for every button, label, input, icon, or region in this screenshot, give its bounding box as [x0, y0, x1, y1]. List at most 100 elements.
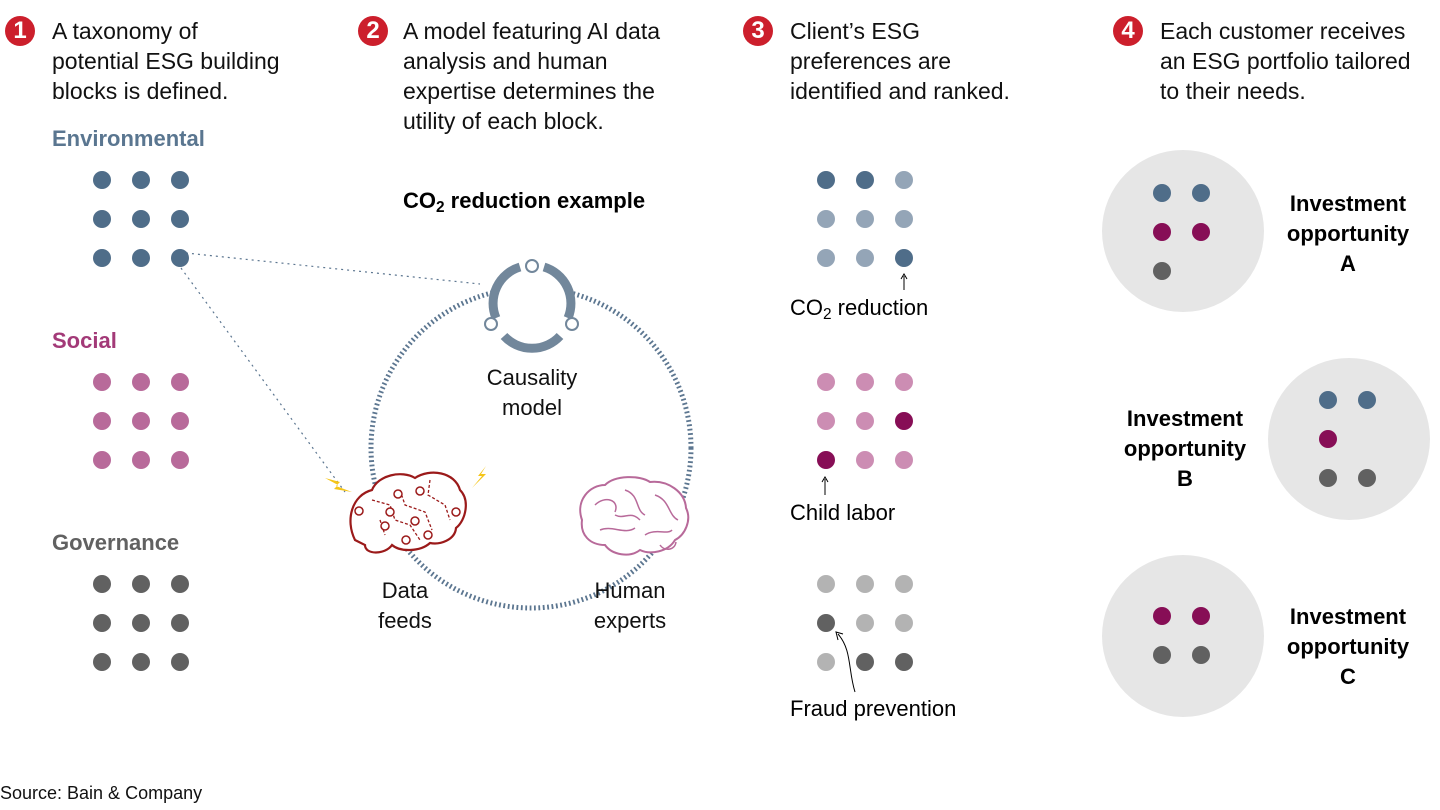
preference-label-fraud-prevention: Fraud prevention	[790, 696, 957, 721]
preference-label-co2-suffix: reduction	[831, 295, 929, 320]
taxonomy-dot-governance	[132, 575, 150, 593]
preference-label-co2-prefix: CO	[790, 295, 823, 320]
portfolio-dot-social	[1192, 607, 1210, 625]
step-4-line: Each customer receives	[1160, 18, 1406, 44]
taxonomy-dot-social	[132, 451, 150, 469]
source-note: Source: Bain & Company	[0, 783, 203, 803]
preference-dot-social-highlighted	[895, 412, 913, 430]
taxonomy-dot-environmental	[93, 171, 111, 189]
preference-dot-environmental	[817, 210, 835, 228]
taxonomy-dot-governance	[171, 575, 189, 593]
portfolio-a-line: opportunity	[1286, 221, 1410, 246]
portfolio-b-circle	[1268, 358, 1430, 520]
portfolio-dot-social	[1192, 223, 1210, 241]
portfolio-b-line: Investment	[1126, 406, 1244, 431]
preference-dot-environmental	[895, 171, 913, 189]
preference-dot-environmental	[895, 210, 913, 228]
human-experts-label: Human experts	[575, 576, 685, 636]
connector-line-top	[185, 252, 481, 285]
taxonomy-dot-environmental	[132, 210, 150, 228]
data-feeds-line: Data	[381, 578, 429, 603]
portfolio-dot-environmental	[1319, 391, 1337, 409]
portfolio-dot-environmental	[1358, 391, 1376, 409]
step-1-line: blocks is defined.	[52, 78, 229, 104]
lightning-icon-right	[472, 466, 486, 488]
causality-cycle-icon	[484, 259, 579, 353]
taxonomy-dot-social	[171, 373, 189, 391]
portfolio-dot-governance	[1192, 646, 1210, 664]
arrow-child-labor-head	[821, 476, 829, 483]
taxonomy-dot-governance	[93, 575, 111, 593]
step-3-line: preferences are	[790, 48, 952, 74]
human-experts-brain-icon	[579, 476, 690, 556]
causality-model-line: model	[502, 395, 562, 420]
portfolio-dot-governance	[1319, 469, 1337, 487]
preference-dot-environmental-highlighted	[856, 171, 874, 189]
taxonomy-dot-social	[132, 412, 150, 430]
portfolio-a-line: Investment	[1289, 191, 1407, 216]
taxonomy-dot-social	[93, 451, 111, 469]
preference-dot-social	[817, 412, 835, 430]
taxonomy-dot-governance	[171, 653, 189, 671]
step-4-line: to their needs.	[1160, 78, 1306, 104]
portfolio-b-line: B	[1177, 466, 1193, 491]
taxonomy-dot-environmental	[171, 210, 189, 228]
portfolio-a-line: A	[1340, 251, 1356, 276]
portfolio-dot-social	[1319, 430, 1337, 448]
step-2-line: analysis and human	[403, 48, 608, 74]
taxonomy-dot-social	[171, 451, 189, 469]
arrow-fraud	[837, 633, 856, 693]
causality-model-label: Causality model	[462, 363, 602, 423]
co2-example-title-suffix: reduction example	[444, 188, 646, 213]
taxonomy-dot-governance	[132, 653, 150, 671]
taxonomy-dot-environmental	[93, 249, 111, 267]
step-2-line: expertise determines the	[403, 78, 655, 104]
portfolio-c-line: opportunity	[1286, 634, 1410, 659]
data-feeds-line: feeds	[378, 608, 432, 633]
preference-dot-environmental-highlighted	[817, 171, 835, 189]
preference-dot-social-highlighted	[817, 451, 835, 469]
portfolio-dot-social	[1153, 607, 1171, 625]
portfolio-c-circle	[1102, 555, 1264, 717]
connector-line-bottom	[180, 267, 346, 493]
step-3-badge: 3	[743, 16, 773, 46]
human-experts-line: experts	[593, 608, 667, 633]
step-1-line: A taxonomy of	[52, 18, 198, 44]
arrow-co2-head	[900, 273, 908, 280]
co2-example-title-sub: 2	[436, 198, 445, 216]
portfolio-c-line: Investment	[1289, 604, 1407, 629]
arrow-fraud-head	[835, 631, 844, 641]
causality-model-line: Causality	[486, 365, 578, 390]
portfolio-dot-social	[1153, 223, 1171, 241]
data-feeds-brain-icon	[349, 471, 467, 554]
preference-dot-governance-highlighted	[895, 653, 913, 671]
portfolio-b-line: opportunity	[1123, 436, 1247, 461]
preference-dot-social	[817, 373, 835, 391]
preference-dot-social	[856, 373, 874, 391]
portfolio-dot-governance	[1153, 262, 1171, 280]
taxonomy-dot-social	[171, 412, 189, 430]
step-2-line: A model featuring AI data	[403, 18, 661, 44]
preference-dot-environmental	[856, 249, 874, 267]
portfolio-dot-environmental	[1153, 184, 1171, 202]
taxonomy-dot-environmental	[132, 171, 150, 189]
taxonomy-dot-governance	[93, 653, 111, 671]
step-1-badge: 1	[5, 16, 35, 46]
preference-dot-environmental	[817, 249, 835, 267]
preference-dot-social	[856, 451, 874, 469]
step-1-text: A taxonomy of potential ESG building blo…	[52, 16, 280, 106]
portfolio-dot-governance	[1153, 646, 1171, 664]
category-label-social: Social	[52, 328, 117, 353]
preference-dot-social	[856, 412, 874, 430]
step-4-badge: 4	[1113, 16, 1143, 46]
portfolio-dot-governance	[1358, 469, 1376, 487]
portfolio-c-label: Investment opportunity C	[1263, 602, 1433, 692]
taxonomy-dot-social	[93, 373, 111, 391]
portfolio-a-circle	[1102, 150, 1264, 312]
preference-dot-environmental	[856, 210, 874, 228]
preference-dot-governance-highlighted	[817, 614, 835, 632]
step-3-line: Client’s ESG	[790, 18, 920, 44]
step-4-line: an ESG portfolio tailored	[1160, 48, 1411, 74]
taxonomy-dot-environmental	[171, 249, 189, 267]
taxonomy-dot-governance	[171, 614, 189, 632]
